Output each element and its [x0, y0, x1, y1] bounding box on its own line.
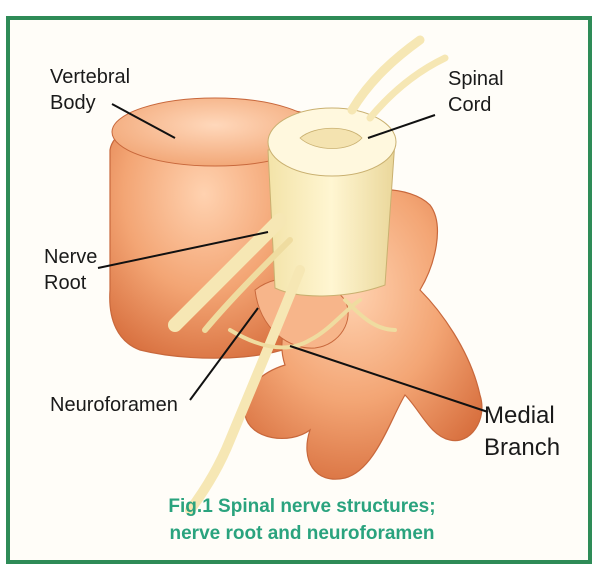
label-nerve-root: Nerve Root [44, 244, 97, 296]
label-medial-branch: Medial Branch [484, 400, 560, 464]
figure-caption-line-2: nerve root and neuroforamen [0, 521, 604, 547]
figure-caption-line-1: Fig.1 Spinal nerve structures; [0, 494, 604, 520]
label-neuroforamen: Neuroforamen [50, 392, 178, 418]
label-vertebral-body: Vertebral Body [50, 64, 130, 116]
spinal-cord-shape [268, 108, 396, 296]
label-spinal-cord: Spinal Cord [448, 66, 504, 118]
